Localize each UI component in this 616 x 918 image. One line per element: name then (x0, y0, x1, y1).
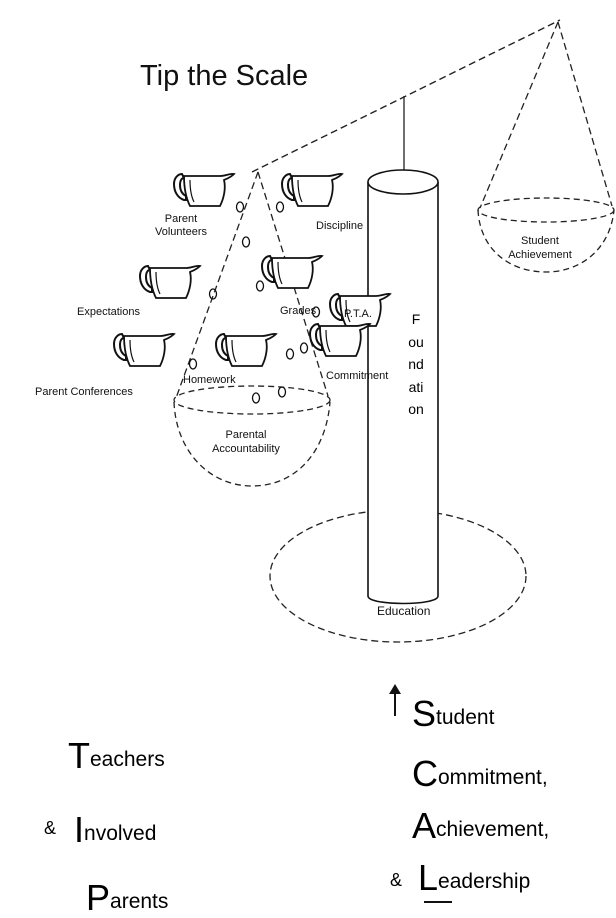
acronym-parents: Parents (86, 880, 168, 916)
up-arrow-icon (389, 684, 401, 716)
acronym-involved: Involved (74, 812, 156, 848)
acronym-ampersand: & (44, 818, 57, 838)
label-discipline: Discipline (316, 220, 364, 232)
acronym-rest: tudent (436, 706, 495, 729)
acronym-rest: eadership (438, 870, 531, 893)
label-expectations: Expectations (77, 306, 140, 318)
label-education: Education (377, 604, 431, 618)
acronym-initial: L (418, 857, 439, 898)
acronym-rest: eachers (90, 748, 165, 771)
label-grades: Grades (280, 305, 317, 317)
label-parent-volunteers: Parent Volunteers (155, 213, 207, 238)
diagram-title: Tip the Scale (140, 60, 309, 92)
acronym-achievement: Achievement, (412, 808, 549, 844)
acronym-rest: nvolved (84, 822, 157, 845)
acronym-commitment: Commitment, (412, 756, 548, 792)
weight-pitcher-icons (113, 172, 391, 367)
acronym-initial: C (412, 753, 438, 794)
acronym-leadership: Leadership (418, 860, 530, 896)
drop-marks (188, 201, 321, 404)
acronym-initial: P (86, 877, 111, 918)
acronym-ampersand: & (390, 870, 403, 890)
left-pan (173, 171, 331, 487)
label-commitment: Commitment (326, 370, 389, 382)
label-parent-conferences: Parent Conferences (35, 386, 133, 398)
acronym-rest: chievement, (436, 818, 550, 841)
acronym-teachers: Teachers (68, 738, 165, 774)
right-pan (477, 21, 615, 273)
acronym-rest: arents (110, 890, 169, 913)
acronym-rest: ommitment, (438, 766, 548, 789)
acronym-initial: A (412, 805, 437, 846)
scale-beam (251, 19, 561, 182)
label-foundation: Foundation (408, 311, 424, 417)
foundation-pillar (367, 169, 439, 605)
acronym-initial: I (74, 809, 85, 850)
label-student-achievement: Student Achievement (508, 235, 572, 261)
label-homework: Homework (183, 374, 236, 386)
acronym-initial: T (68, 735, 90, 776)
label-pta: P.T.A. (344, 308, 372, 320)
label-parental-accountability: Parental Accountability (212, 429, 280, 455)
acronym-student: Student (412, 696, 494, 732)
acronym-initial: S (412, 693, 437, 734)
